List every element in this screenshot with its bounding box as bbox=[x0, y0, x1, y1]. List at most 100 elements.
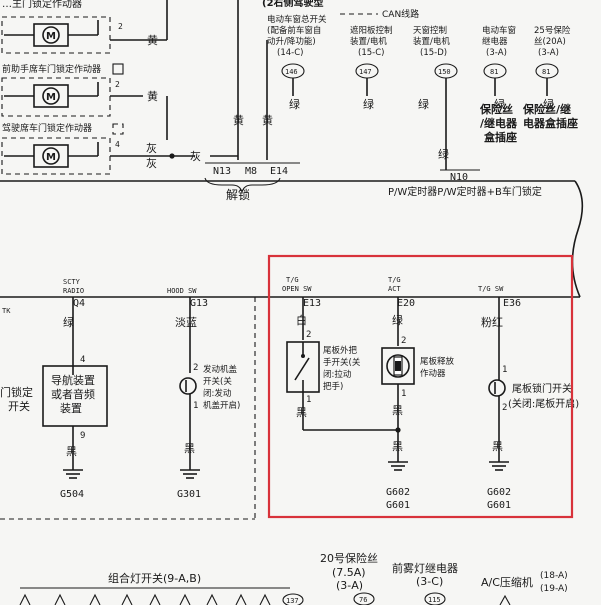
nav-audio-unit bbox=[42, 365, 108, 427]
hood-sw-code: HOOD SW bbox=[167, 287, 197, 295]
unlock-label: 解锁 bbox=[226, 187, 250, 202]
svg-text:2: 2 bbox=[401, 336, 406, 346]
actuator-group: …主门锁定作动器 M 2 黄 前助手席车门锁定作动器 M 2 黄 驾驶席车门锁定… bbox=[1, 0, 201, 175]
ref-150: 150 bbox=[434, 63, 458, 79]
svg-text:146: 146 bbox=[285, 68, 298, 76]
tg-open-wire-white: 白 bbox=[296, 313, 307, 327]
bottom-section: 组合灯开关(9-A,B) 137 20号保险丝(7.5A)(3-A) 76 前雾… bbox=[19, 551, 568, 605]
hood-switch-symbol bbox=[179, 377, 197, 395]
tg-sw-code: T/G SW bbox=[478, 285, 504, 293]
ac-compressor-ref-1: (18-A) bbox=[540, 571, 568, 581]
svg-text:1: 1 bbox=[193, 401, 198, 411]
fuse-20: 20号保险丝(7.5A)(3-A) bbox=[320, 551, 378, 592]
hood-switch-label: 发动机盖开关(关闭:发动机盖开启) bbox=[203, 364, 240, 411]
mirror-model: (2右侧驾驶型 bbox=[262, 0, 324, 9]
svg-text:76: 76 bbox=[359, 596, 367, 604]
ac-compressor-label: A/C压缩机 bbox=[481, 575, 533, 589]
motor3-connector bbox=[112, 123, 124, 135]
conn-M8: M8 bbox=[245, 166, 257, 177]
tg-sw-wire-black: 黑 bbox=[492, 440, 503, 453]
motor1-box bbox=[1, 16, 111, 54]
nav-wire-black: 黑 bbox=[66, 445, 77, 458]
wire-green-4: 绿 bbox=[494, 97, 505, 111]
conn-N10: N10 bbox=[450, 172, 468, 183]
left-cut-label: 门锁定开关 bbox=[0, 385, 33, 413]
sunroof-motor: 天窗控制装置/电机(15-D) bbox=[413, 25, 450, 58]
pw-relay: 电动车窗继电器(3-A) bbox=[482, 25, 516, 58]
wire-green-2: 绿 bbox=[363, 97, 374, 111]
motor3-label: 驾驶席车门锁定作动器 bbox=[2, 122, 92, 134]
tg-open-wire-black: 黑 bbox=[296, 406, 307, 419]
tg-release-label: 尾板释放作动器 bbox=[420, 356, 455, 379]
can-line: CAN线路 bbox=[382, 8, 419, 20]
tg-act-wire-black-2: 黑 bbox=[392, 440, 403, 453]
wire-green-1: 绿 bbox=[289, 97, 300, 111]
wire-green-5: 绿 bbox=[543, 97, 554, 111]
motor2-box bbox=[1, 77, 111, 117]
svg-text:4: 4 bbox=[80, 355, 85, 365]
svg-text:81: 81 bbox=[490, 68, 498, 76]
svg-text:2: 2 bbox=[502, 403, 507, 413]
svg-text:2: 2 bbox=[306, 330, 311, 340]
svg-text:2: 2 bbox=[118, 22, 123, 31]
pin-E20: E20 bbox=[397, 298, 415, 309]
motor3-wire-gray-2: 灰 bbox=[146, 156, 157, 170]
pin-Q4: Q4 bbox=[73, 298, 85, 309]
svg-text:4: 4 bbox=[115, 140, 120, 149]
tg-act-wire-green: 绿 bbox=[392, 313, 403, 327]
svg-text:1: 1 bbox=[401, 389, 406, 399]
ground-G601-a: G601 bbox=[386, 500, 410, 511]
pin-E36: E36 bbox=[503, 298, 521, 309]
motor1-label: …主门锁定作动器 bbox=[2, 0, 82, 10]
ref-81a: 81 bbox=[483, 63, 507, 79]
svg-text:M: M bbox=[46, 92, 56, 103]
ground-G602-b: G602 bbox=[487, 487, 511, 498]
conn-E14: E14 bbox=[270, 166, 288, 177]
highlight-frame bbox=[267, 254, 574, 519]
ground-G504: G504 bbox=[60, 489, 84, 500]
pw-master-switch: 电动车窗总开关(配备前车窗自动升/降功能)(14-C) bbox=[267, 14, 327, 58]
svg-text:1: 1 bbox=[306, 395, 311, 405]
pin-G13: G13 bbox=[190, 298, 208, 309]
top-modules: (2右侧驾驶型 CAN线路 电动车窗总开关(配备前车窗自动升/降功能)(14-C… bbox=[262, 0, 578, 183]
svg-text:115: 115 bbox=[428, 596, 441, 604]
ground-G601-b: G601 bbox=[487, 500, 511, 511]
ref-115 bbox=[424, 592, 446, 605]
wire-yellow-b: 黄 bbox=[262, 113, 273, 127]
wire-green-3: 绿 bbox=[418, 97, 429, 111]
ref-137 bbox=[282, 593, 304, 605]
nav-unit-label: 导航装置或者音频装置 bbox=[51, 373, 95, 415]
motor2-connector bbox=[112, 63, 124, 75]
svg-text:2: 2 bbox=[115, 80, 120, 89]
motor2-wire-color: 黄 bbox=[147, 89, 158, 103]
tg-sw-wire-pink-red: 粉红 bbox=[481, 316, 503, 329]
tg-act-wire-black-1: 黑 bbox=[392, 404, 403, 417]
tg-outer-handle-label: 尾板外把手开关(关闭:拉动把手) bbox=[323, 345, 361, 392]
combo-switch-terminals bbox=[19, 593, 271, 605]
svg-text:2: 2 bbox=[193, 363, 198, 373]
ref-76 bbox=[353, 592, 375, 605]
tg-lock-switch-symbol bbox=[488, 379, 506, 397]
conn-N13: N13 bbox=[213, 166, 231, 177]
main-bus: P/W定时器P/W定时器+B车门锁定 bbox=[0, 180, 584, 298]
svg-text:81: 81 bbox=[542, 68, 550, 76]
motor2-label: 前助手席车门锁定作动器 bbox=[2, 63, 101, 75]
svg-text:M: M bbox=[46, 31, 56, 42]
ground-G301: G301 bbox=[177, 489, 201, 500]
ref-81b: 81 bbox=[535, 63, 559, 79]
motor3-wire-gray-1: 灰 bbox=[146, 141, 157, 155]
wire-green-6: 绿 bbox=[438, 147, 449, 161]
unlock-harness: 黄 黄 N13 M8 E14 解锁 bbox=[143, 0, 300, 202]
fuse-box-2: 保险丝/继电器盒插座 bbox=[522, 102, 578, 130]
svg-text:150: 150 bbox=[438, 68, 451, 76]
ac-compressor-ref-2: (19-A) bbox=[540, 584, 568, 594]
ref-146: 146 bbox=[281, 63, 305, 79]
svg-text:9: 9 bbox=[80, 431, 85, 441]
fog-relay: 前雾灯继电器(3-C) bbox=[392, 561, 458, 588]
